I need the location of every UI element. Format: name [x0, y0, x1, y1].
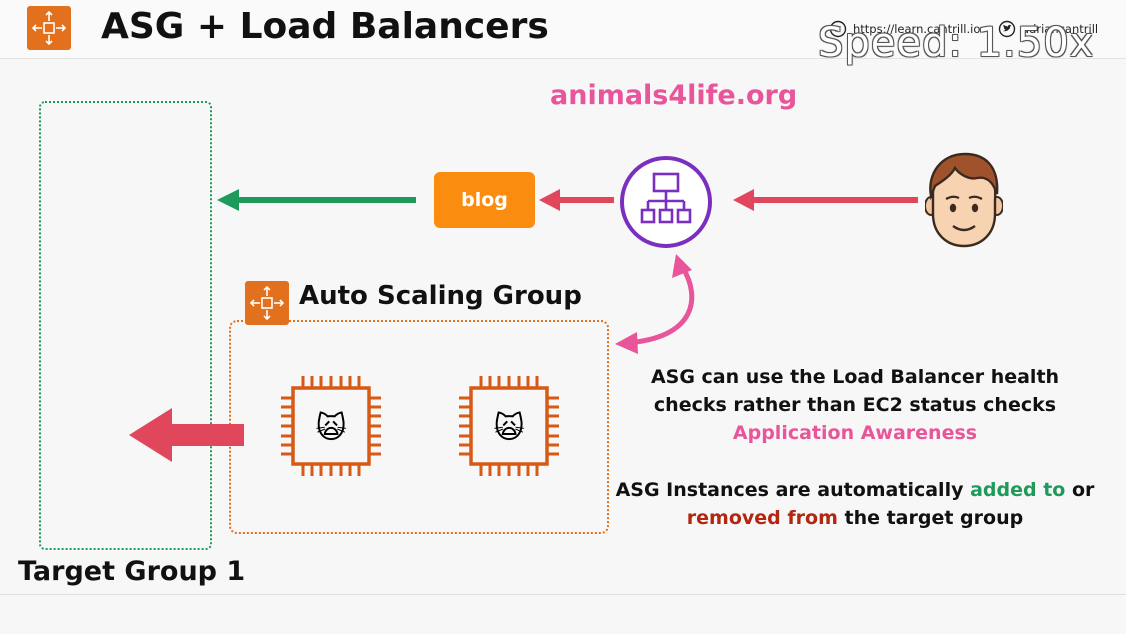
target-group-box	[39, 101, 212, 550]
header-bar	[0, 0, 1126, 59]
health-check-note: ASG can use the Load Balancer health che…	[600, 363, 1110, 447]
arrow-head	[217, 189, 239, 211]
compass-icon	[829, 20, 847, 38]
cat-emoji-icon: 🙀	[493, 411, 524, 446]
application-awareness-label: Application Awareness	[732, 422, 978, 444]
registration-note: ASG Instances are automatically added to…	[600, 476, 1110, 532]
social-link[interactable]: adriancantrill	[998, 20, 1098, 38]
twitter-icon	[998, 20, 1016, 38]
note-text: or	[1065, 479, 1095, 501]
social-handle: adriancantrill	[1022, 22, 1099, 36]
cat-emoji-icon: 🙀	[315, 411, 346, 446]
arrow-head	[733, 189, 754, 211]
playback-speed-label: Speed: 1.50x	[818, 20, 1095, 66]
register-arrow-head	[129, 408, 172, 462]
website-url: https://learn.cantrill.io	[853, 22, 981, 36]
auto-scaling-group-label: Auto Scaling Group	[299, 281, 582, 311]
blog-target: blog	[434, 172, 535, 228]
note-text: the target group	[837, 507, 1024, 529]
auto-scaling-group-icon	[245, 281, 289, 325]
ec2-instance-icon: 🙀	[281, 376, 381, 476]
auto-scaling-icon	[27, 6, 71, 50]
brand-title: animals4life.org	[550, 80, 798, 111]
user-avatar-icon	[925, 152, 1003, 248]
ec2-instance-icon: 🙀	[459, 376, 559, 476]
website-link[interactable]: https://learn.cantrill.io	[829, 20, 980, 38]
register-arrow-shaft	[168, 424, 244, 446]
note-line: checks rather than EC2 status checks	[653, 394, 1057, 416]
load-balancer-icon	[620, 156, 712, 248]
arrow-head	[672, 254, 692, 278]
note-line: removed from the target group	[600, 504, 1110, 532]
arrow-head	[539, 189, 560, 211]
page-title: ASG + Load Balancers	[101, 6, 549, 47]
health-check-arrow	[635, 266, 695, 345]
added-to-text: added to	[970, 479, 1066, 501]
footer-divider	[0, 594, 1126, 595]
target-group-label: Target Group 1	[18, 556, 246, 587]
note-line: ASG Instances are automatically added to…	[600, 476, 1110, 504]
note-text: ASG Instances are automatically	[615, 479, 971, 501]
arrow-head	[615, 332, 638, 354]
note-line: ASG can use the Load Balancer health	[650, 366, 1060, 388]
removed-from-text: removed from	[686, 507, 838, 529]
